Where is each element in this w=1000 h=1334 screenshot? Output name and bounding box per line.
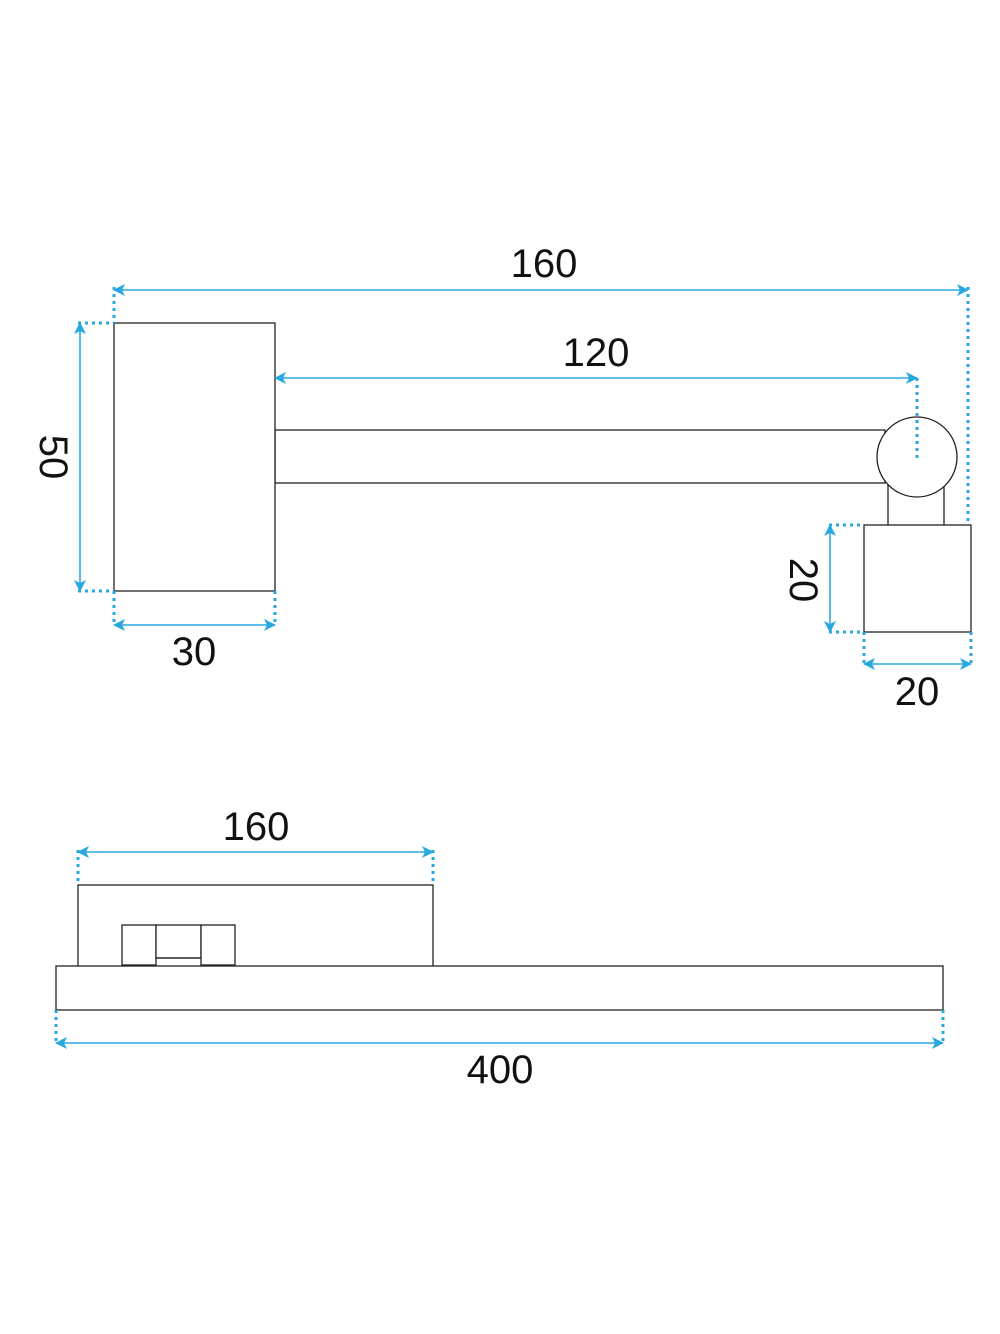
dim-label-base-height: 50 [31,435,75,480]
dim-label-base-width: 30 [172,630,217,674]
dim-label-mount-width: 160 [223,805,290,849]
side-view: 160 120 50 30 20 20 [31,242,973,714]
lamp-bar [55,965,944,1011]
wall-base [113,322,276,592]
dim-label-lamp-width: 20 [895,670,940,714]
dim-label-lamp-height: 20 [781,558,825,603]
dim-label-overall-width: 160 [511,242,578,286]
bracket-right [200,924,236,966]
arm [274,429,886,484]
front-view: 160 400 [54,805,945,1092]
bracket-left [121,924,157,966]
dim-label-lamp-length: 400 [467,1048,534,1092]
dim-label-arm-length: 120 [563,331,630,375]
lamp-head [863,524,972,633]
bracket-middle [155,924,202,959]
